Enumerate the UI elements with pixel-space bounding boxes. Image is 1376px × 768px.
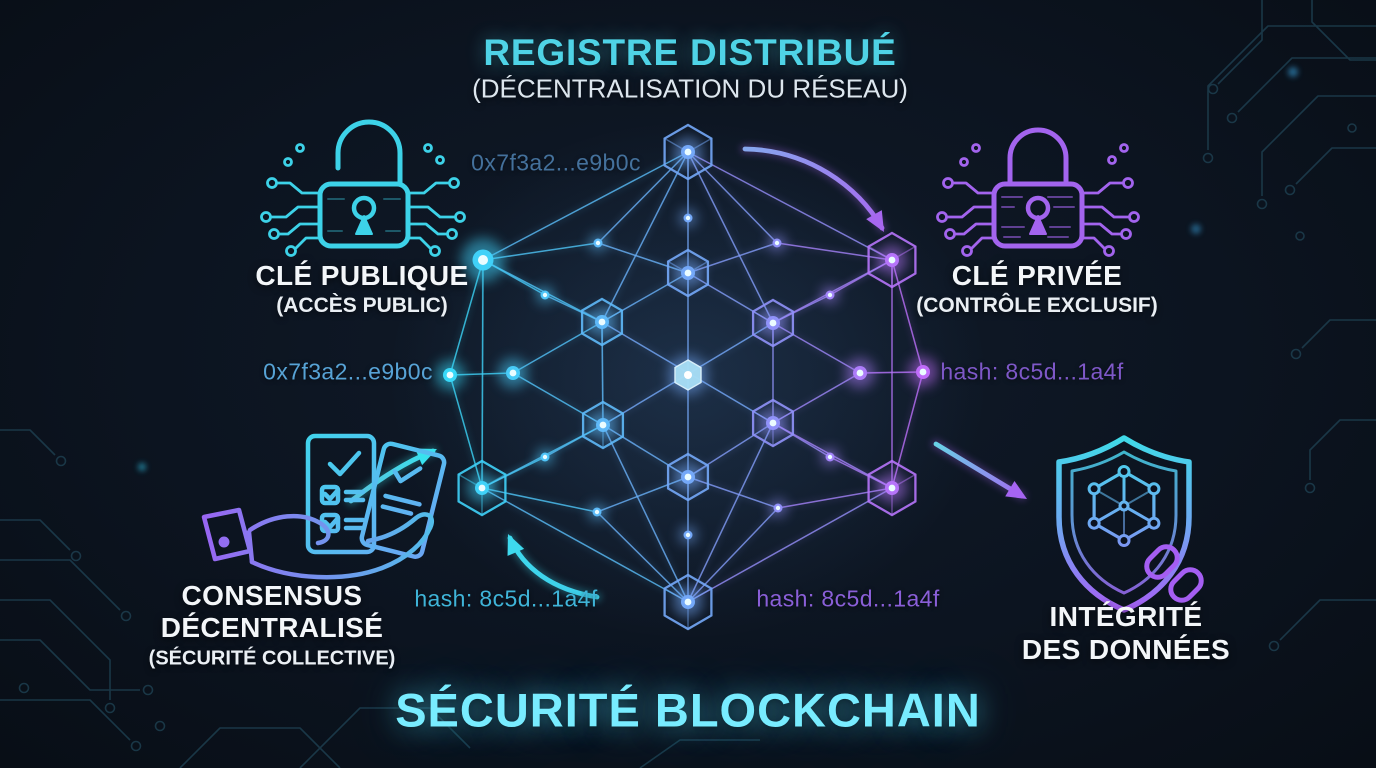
hand xyxy=(201,507,434,580)
network-nodes xyxy=(435,123,938,631)
integrity-title-line1: INTÉGRITÉ xyxy=(1049,601,1203,632)
address-label-top: 0x7f3a2...e9b0c xyxy=(471,149,641,176)
network-node xyxy=(461,238,505,282)
public-key-title: CLÉ PUBLIQUE xyxy=(255,260,469,291)
integrity-title-line2: DES DONNÉES xyxy=(1021,634,1231,665)
network-node xyxy=(768,234,786,252)
consensus-title-line1: CONSENSUS xyxy=(181,580,363,611)
network-node xyxy=(663,123,713,181)
consensus-title-line2: DÉCENTRALISÉ xyxy=(160,612,384,643)
public-key-subtitle: (ACCÈS PUBLIC) xyxy=(276,294,448,317)
footer-title: SÉCURITÉ BLOCKCHAIN xyxy=(395,683,981,737)
network-node xyxy=(580,297,624,347)
network-node xyxy=(769,499,787,517)
network-node xyxy=(588,503,606,521)
address-label-left: 0x7f3a2...e9b0c xyxy=(263,358,433,385)
main-subtitle: (DÉCENTRALISATION DU RÉSEAU) xyxy=(472,73,908,104)
shield-outline xyxy=(1056,435,1192,613)
network-node xyxy=(867,231,917,289)
private-key-subtitle: (CONTRÔLE EXCLUSIF) xyxy=(916,294,1158,317)
consensus-subtitle: (SÉCURITÉ COLLECTIVE) xyxy=(148,647,396,670)
network-node xyxy=(536,286,554,304)
chain-link-icon xyxy=(1144,544,1204,603)
network-node xyxy=(821,448,839,466)
shield-cube-chain-icon xyxy=(1056,435,1204,613)
network-node xyxy=(679,526,697,544)
network-node xyxy=(845,358,875,388)
network-node xyxy=(751,298,795,348)
checklist-sheet-front xyxy=(305,433,377,555)
network-node xyxy=(498,358,528,388)
network-node xyxy=(581,400,625,450)
hash-label-bottom-right: hash: 8c5d...1a4f xyxy=(756,585,940,612)
closed-padlock-circuit-icon xyxy=(936,127,1140,257)
network-node xyxy=(435,360,465,390)
network-node xyxy=(666,248,710,298)
cube-network-glyph xyxy=(1087,465,1161,547)
network-node xyxy=(666,452,710,502)
hash-label-right: hash: 8c5d...1a4f xyxy=(940,358,1124,385)
network-node xyxy=(536,448,554,466)
flow-network-to-integrity xyxy=(931,439,1027,501)
network-node xyxy=(679,209,697,227)
network-node xyxy=(751,398,795,448)
hand-checklist-icon xyxy=(201,433,447,580)
network-node xyxy=(867,459,917,517)
flow-to-private-key xyxy=(740,144,887,233)
open-padlock-circuit-icon xyxy=(260,119,466,257)
network-node xyxy=(589,234,607,252)
network-node xyxy=(663,573,713,631)
background-glow-dots xyxy=(138,67,1298,471)
network-node xyxy=(908,357,938,387)
network-node xyxy=(457,459,507,517)
main-title: REGISTRE DISTRIBUÉ xyxy=(483,32,897,73)
shield-inner-outline xyxy=(1070,450,1178,595)
flow-hash-cycle xyxy=(505,533,602,602)
private-key-title: CLÉ PRIVÉE xyxy=(951,260,1123,291)
network-node xyxy=(821,286,839,304)
flow-arrows xyxy=(346,144,1027,602)
hash-label-bottom-left: hash: 8c5d...1a4f xyxy=(414,585,598,612)
network-node xyxy=(668,355,708,395)
